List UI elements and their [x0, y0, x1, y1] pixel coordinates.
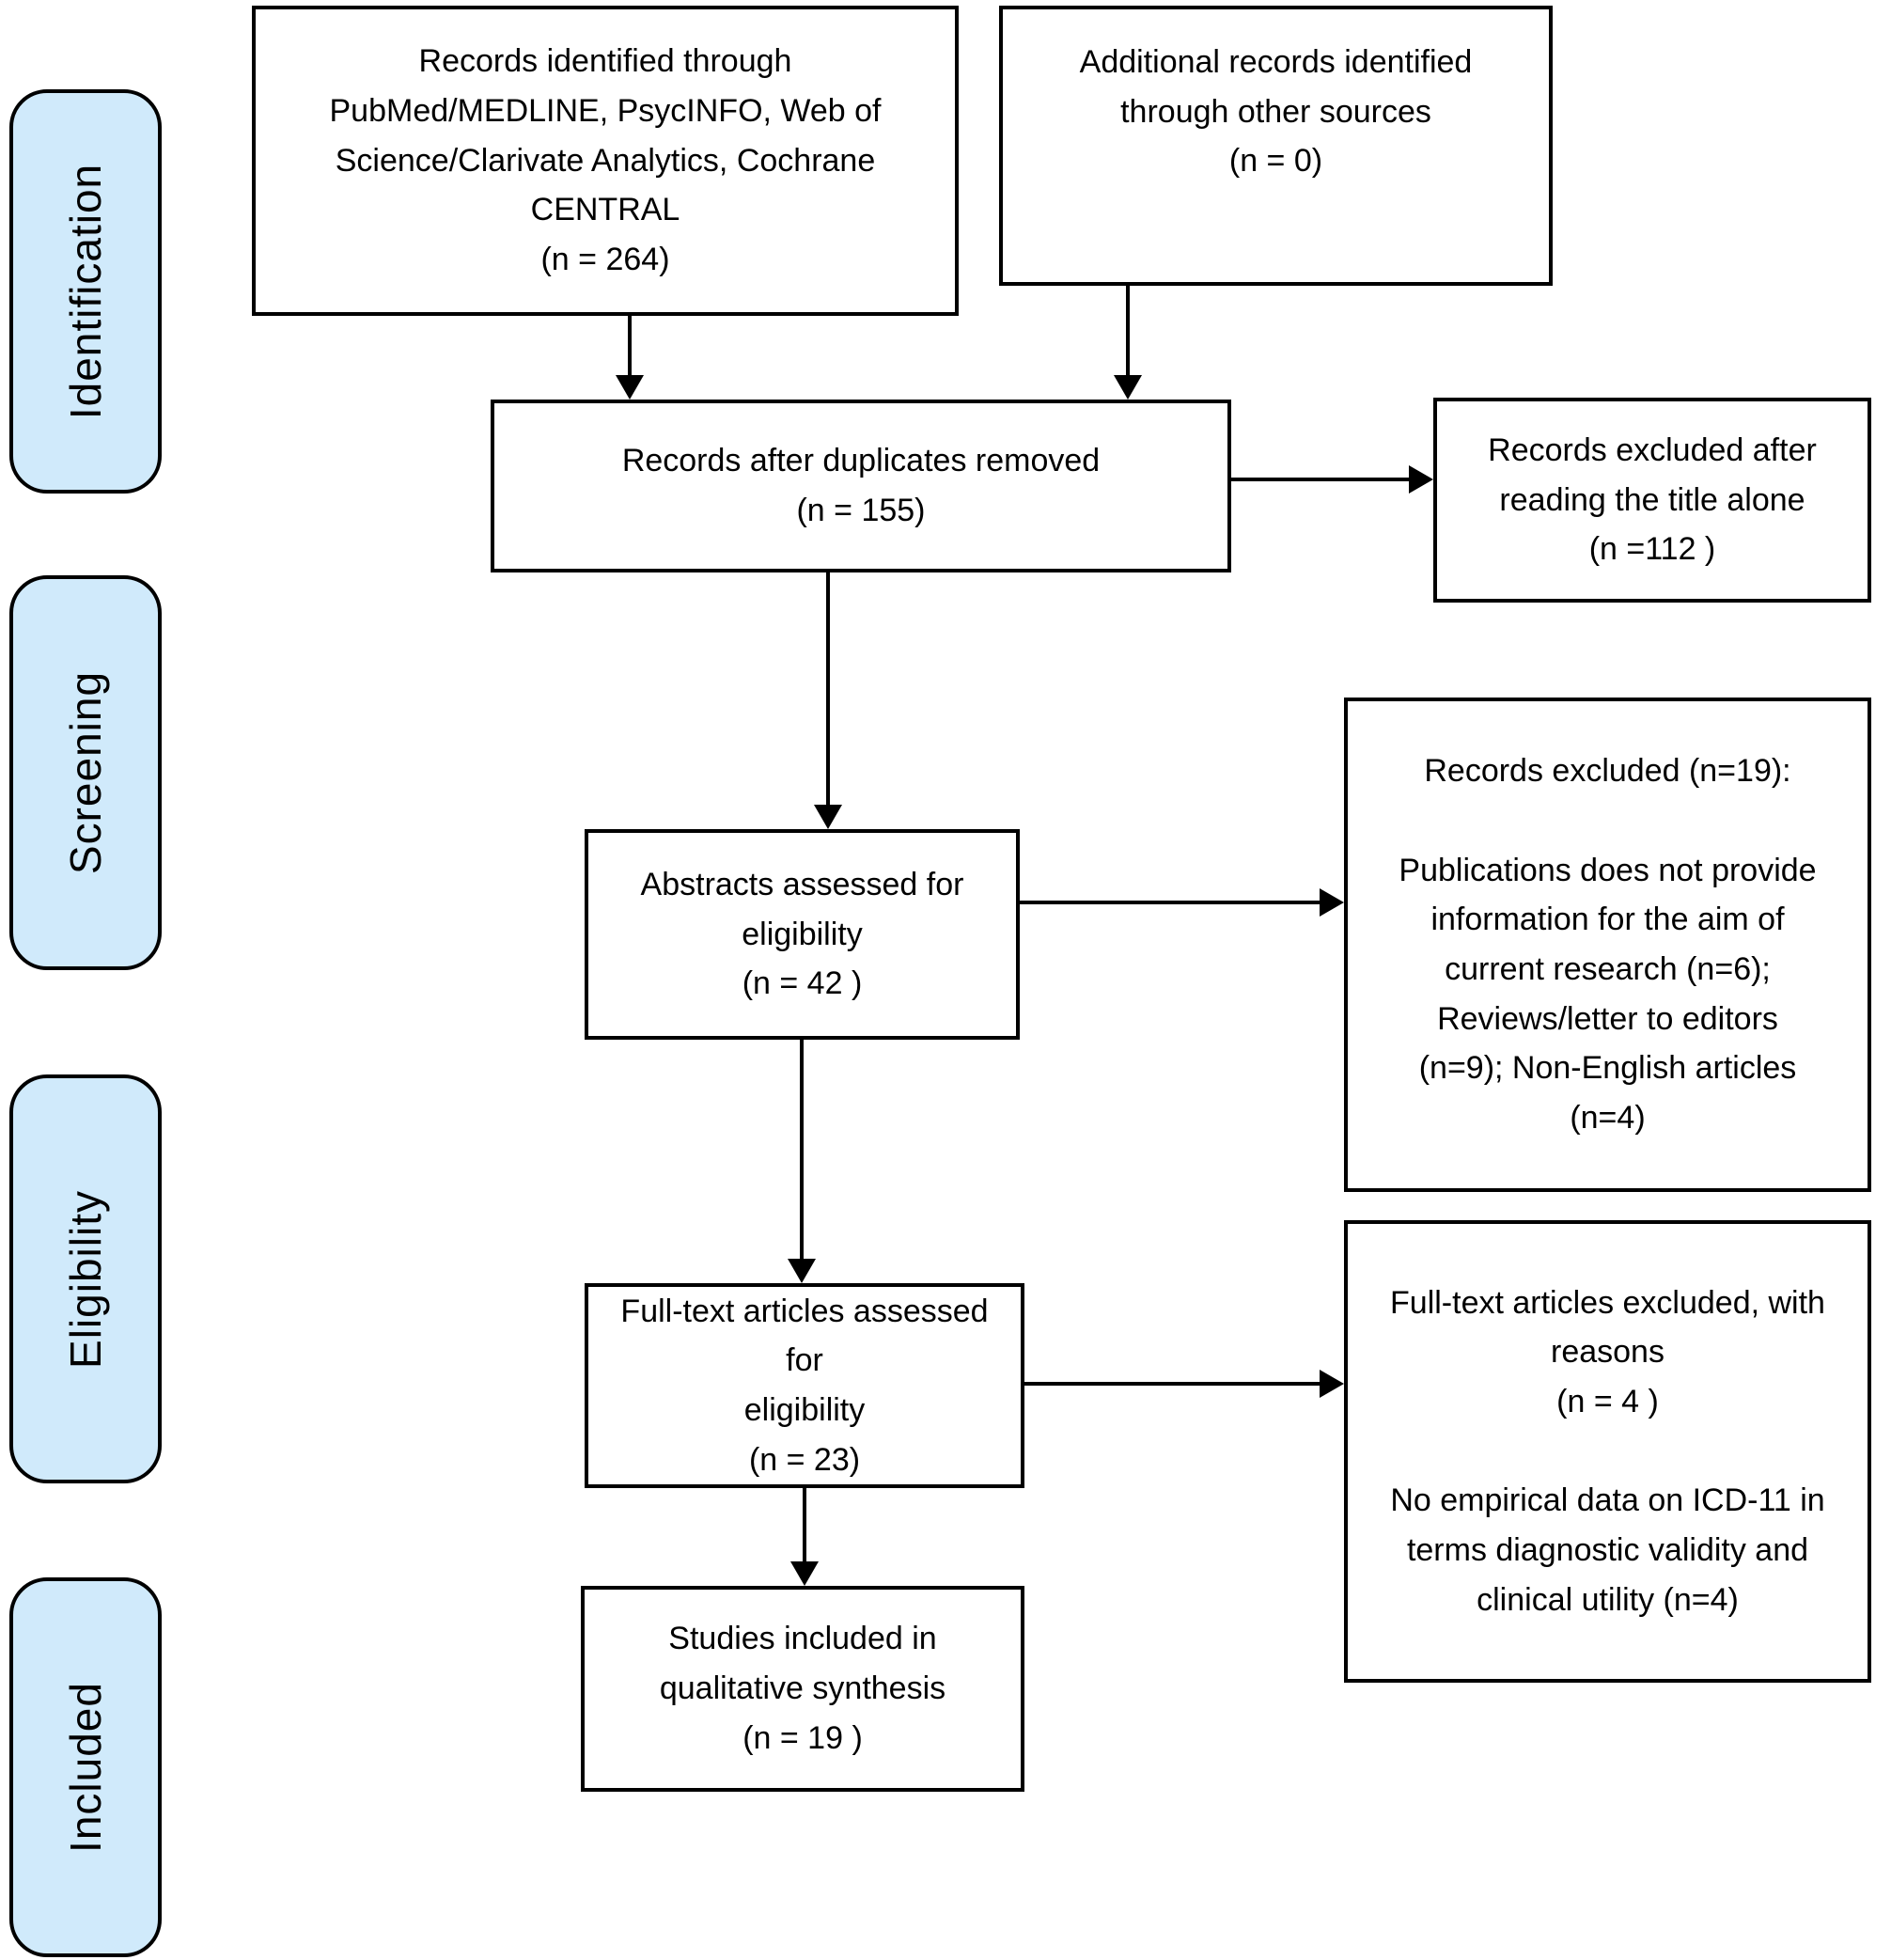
stage-identification: Identification — [9, 89, 162, 494]
node-after-duplicates: Records after duplicates removed (n = 15… — [491, 400, 1231, 572]
arrowhead-duplicates-to-excluded-title — [1409, 465, 1433, 494]
arrowhead-abstracts-to-records-excluded — [1320, 888, 1344, 917]
arrowhead-abstracts-to-fulltext — [788, 1259, 816, 1283]
connector-abstracts-to-fulltext — [800, 1040, 804, 1259]
node-fulltext-excluded: Full-text articles excluded, with reason… — [1344, 1220, 1871, 1683]
node-records-excluded: Records excluded (n=19): Publications do… — [1344, 698, 1871, 1192]
stage-included: Included — [9, 1577, 162, 1957]
connector-abstracts-to-records-excluded — [1020, 901, 1320, 904]
connector-additional-to-duplicates — [1126, 286, 1130, 375]
stage-included-label: Included — [61, 1682, 111, 1853]
stage-eligibility-label: Eligibility — [61, 1189, 111, 1369]
node-records-identified: Records identified through PubMed/MEDLIN… — [252, 6, 959, 316]
stage-eligibility: Eligibility — [9, 1074, 162, 1483]
arrowhead-duplicates-to-abstracts — [814, 805, 842, 829]
arrowhead-fulltext-to-included — [790, 1561, 819, 1586]
arrowhead-identified-to-duplicates — [616, 375, 644, 400]
stage-screening-label: Screening — [61, 670, 111, 875]
arrowhead-additional-to-duplicates — [1114, 375, 1142, 400]
connector-duplicates-to-abstracts — [826, 572, 830, 805]
node-additional-records: Additional records identified through ot… — [999, 6, 1553, 286]
connector-identified-to-duplicates — [628, 315, 632, 375]
node-fulltext-assessed: Full-text articles assessed for eligibil… — [585, 1283, 1024, 1488]
stage-screening: Screening — [9, 575, 162, 970]
connector-fulltext-to-included — [803, 1488, 806, 1561]
node-abstracts-assessed: Abstracts assessed for eligibility (n = … — [585, 829, 1020, 1040]
arrowhead-fulltext-to-fulltext-excluded — [1320, 1370, 1344, 1398]
stage-identification-label: Identification — [61, 163, 110, 420]
connector-duplicates-to-excluded-title — [1231, 478, 1409, 481]
node-studies-included: Studies included in qualitative synthesi… — [581, 1586, 1024, 1792]
connector-fulltext-to-fulltext-excluded — [1024, 1382, 1320, 1386]
node-excluded-title: Records excluded after reading the title… — [1433, 398, 1871, 603]
